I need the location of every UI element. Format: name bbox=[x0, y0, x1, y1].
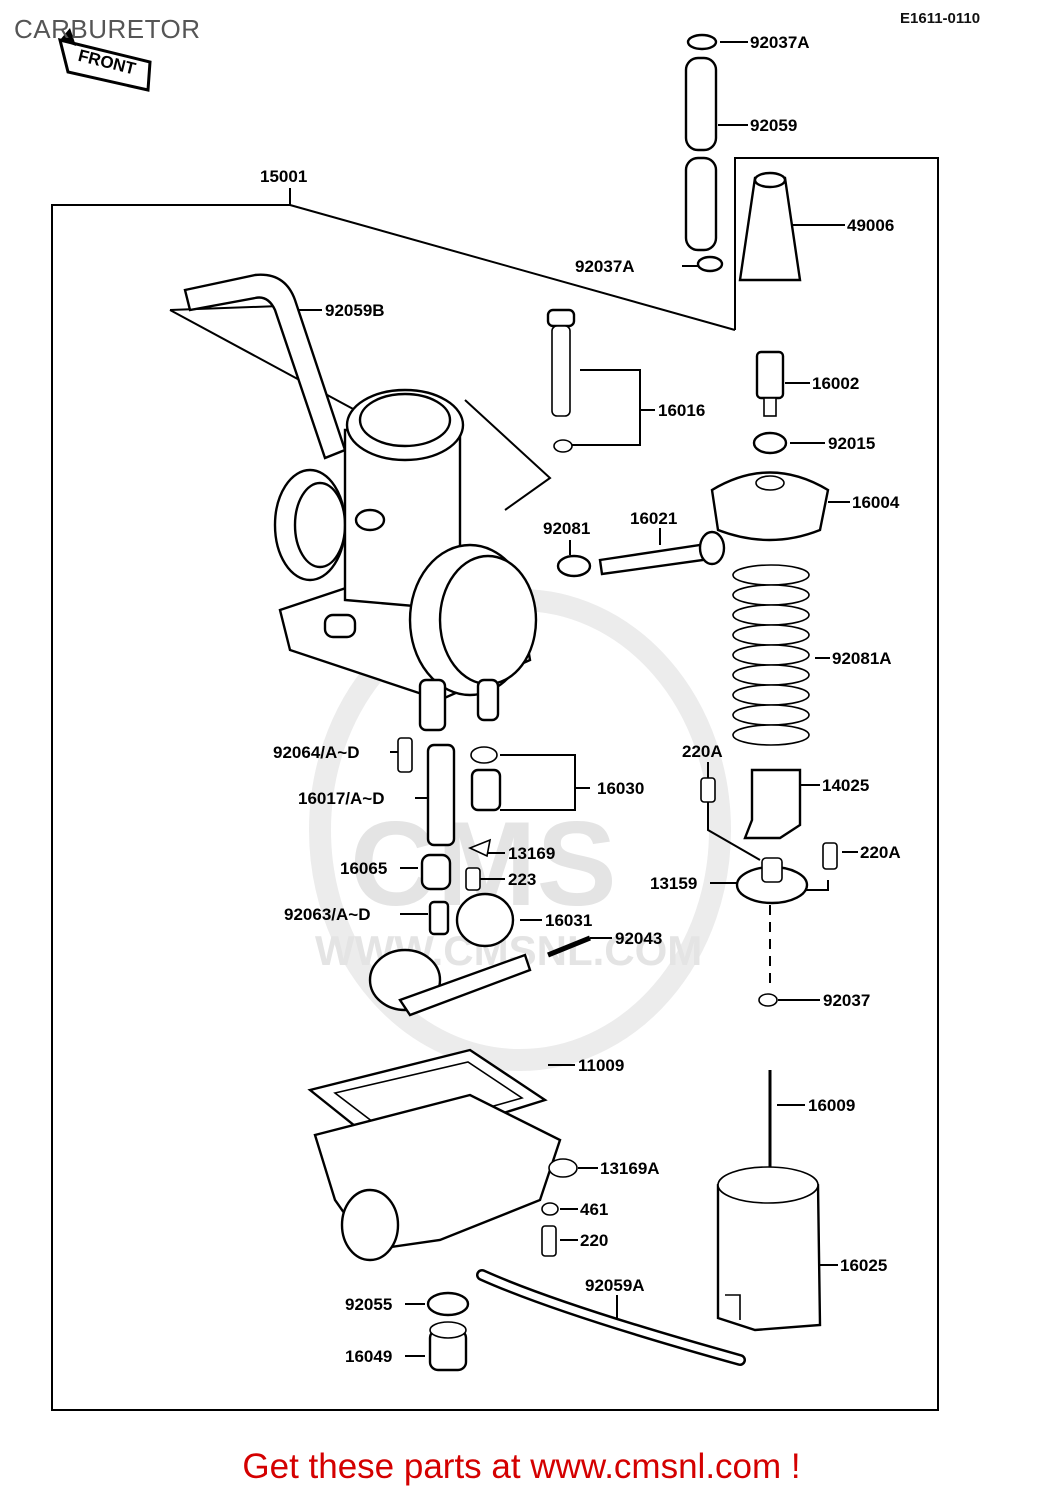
part-92081-shape bbox=[556, 554, 592, 578]
label-14025: 14025 bbox=[822, 776, 869, 795]
label-49006: 49006 bbox=[847, 216, 894, 235]
label-220a-lower: 220A bbox=[860, 843, 901, 862]
part-49006-shape bbox=[738, 176, 802, 282]
label-13169: 13169 bbox=[508, 844, 555, 863]
label-92059a: 92059A bbox=[585, 1276, 645, 1295]
label-16065: 16065 bbox=[340, 859, 387, 878]
label-15001: 15001 bbox=[260, 167, 307, 186]
part-92055-shape bbox=[426, 1291, 470, 1317]
carburetor-body bbox=[273, 388, 538, 732]
label-92081a: 92081A bbox=[832, 649, 892, 668]
part-220a-upper-shape bbox=[700, 777, 716, 803]
label-16017: 16017/A~D bbox=[298, 789, 384, 808]
footer-banner-link[interactable]: Get these parts at www.cmsnl.com ! bbox=[242, 1447, 801, 1486]
label-461: 461 bbox=[580, 1200, 608, 1219]
part-92059-lower-tube bbox=[684, 156, 718, 252]
part-16031-shape bbox=[455, 892, 515, 948]
label-16009: 16009 bbox=[808, 1096, 855, 1115]
label-92055: 92055 bbox=[345, 1295, 392, 1314]
label-13169a: 13169A bbox=[600, 1159, 660, 1178]
label-92043: 92043 bbox=[615, 929, 662, 948]
label-92081: 92081 bbox=[543, 519, 590, 538]
part-92037a-mid-shape bbox=[696, 255, 724, 273]
part-16021-shape bbox=[598, 543, 705, 576]
part-92059b-shape bbox=[183, 273, 347, 460]
page-title: CARBURETOR bbox=[14, 14, 201, 44]
part-92059-upper-tube bbox=[684, 56, 718, 152]
label-92059: 92059 bbox=[750, 116, 797, 135]
label-92037a-mid: 92037A bbox=[575, 257, 635, 276]
label-16002: 16002 bbox=[812, 374, 859, 393]
label-220: 220 bbox=[580, 1231, 608, 1250]
part-13169a-shape bbox=[548, 1158, 578, 1178]
part-labels: 92037A 92059 15001 49006 92037A 92059B 1… bbox=[260, 33, 901, 1366]
part-92081a-spring bbox=[732, 564, 810, 746]
part-14025-shape bbox=[743, 768, 802, 840]
part-16004-shape bbox=[710, 471, 830, 542]
part-92043-shape bbox=[547, 935, 591, 958]
label-11009: 11009 bbox=[578, 1056, 624, 1075]
label-13159: 13159 bbox=[650, 874, 697, 893]
part-16065-shape bbox=[420, 853, 452, 891]
part-16017-shape bbox=[426, 743, 456, 847]
label-92037a-top: 92037A bbox=[750, 33, 810, 52]
label-16021: 16021 bbox=[630, 509, 677, 528]
part-461-shape bbox=[541, 1202, 559, 1216]
label-220a-upper: 220A bbox=[682, 742, 723, 761]
label-92015: 92015 bbox=[828, 434, 875, 453]
diagram-code: E1611-0110 bbox=[900, 10, 981, 27]
label-223: 223 bbox=[508, 870, 536, 889]
label-16016: 16016 bbox=[658, 401, 705, 420]
label-92037: 92037 bbox=[823, 991, 870, 1010]
part-drawings bbox=[183, 33, 838, 1372]
label-16004: 16004 bbox=[852, 493, 900, 512]
part-92037a-top-shape bbox=[686, 33, 718, 51]
part-16016-shape bbox=[546, 308, 576, 328]
label-92059b: 92059B bbox=[325, 301, 385, 320]
part-16002-shape bbox=[755, 350, 785, 400]
leader-lines bbox=[51, 41, 939, 1411]
label-16025: 16025 bbox=[840, 1256, 887, 1275]
label-92064: 92064/A~D bbox=[273, 743, 359, 762]
part-220-shape bbox=[541, 1225, 557, 1257]
part-16030-shape bbox=[470, 746, 498, 764]
label-92063: 92063/A~D bbox=[284, 905, 370, 924]
part-92063-shape bbox=[428, 900, 450, 936]
part-223-shape bbox=[465, 867, 481, 891]
label-16030: 16030 bbox=[597, 779, 644, 798]
part-92064-shape bbox=[397, 737, 413, 773]
part-92015-shape bbox=[752, 431, 788, 455]
label-16049: 16049 bbox=[345, 1347, 392, 1366]
label-16031: 16031 bbox=[545, 911, 592, 930]
part-92037-shape bbox=[758, 993, 778, 1007]
part-220a-lower-shape bbox=[822, 842, 838, 870]
part-13169-shape bbox=[467, 838, 492, 858]
